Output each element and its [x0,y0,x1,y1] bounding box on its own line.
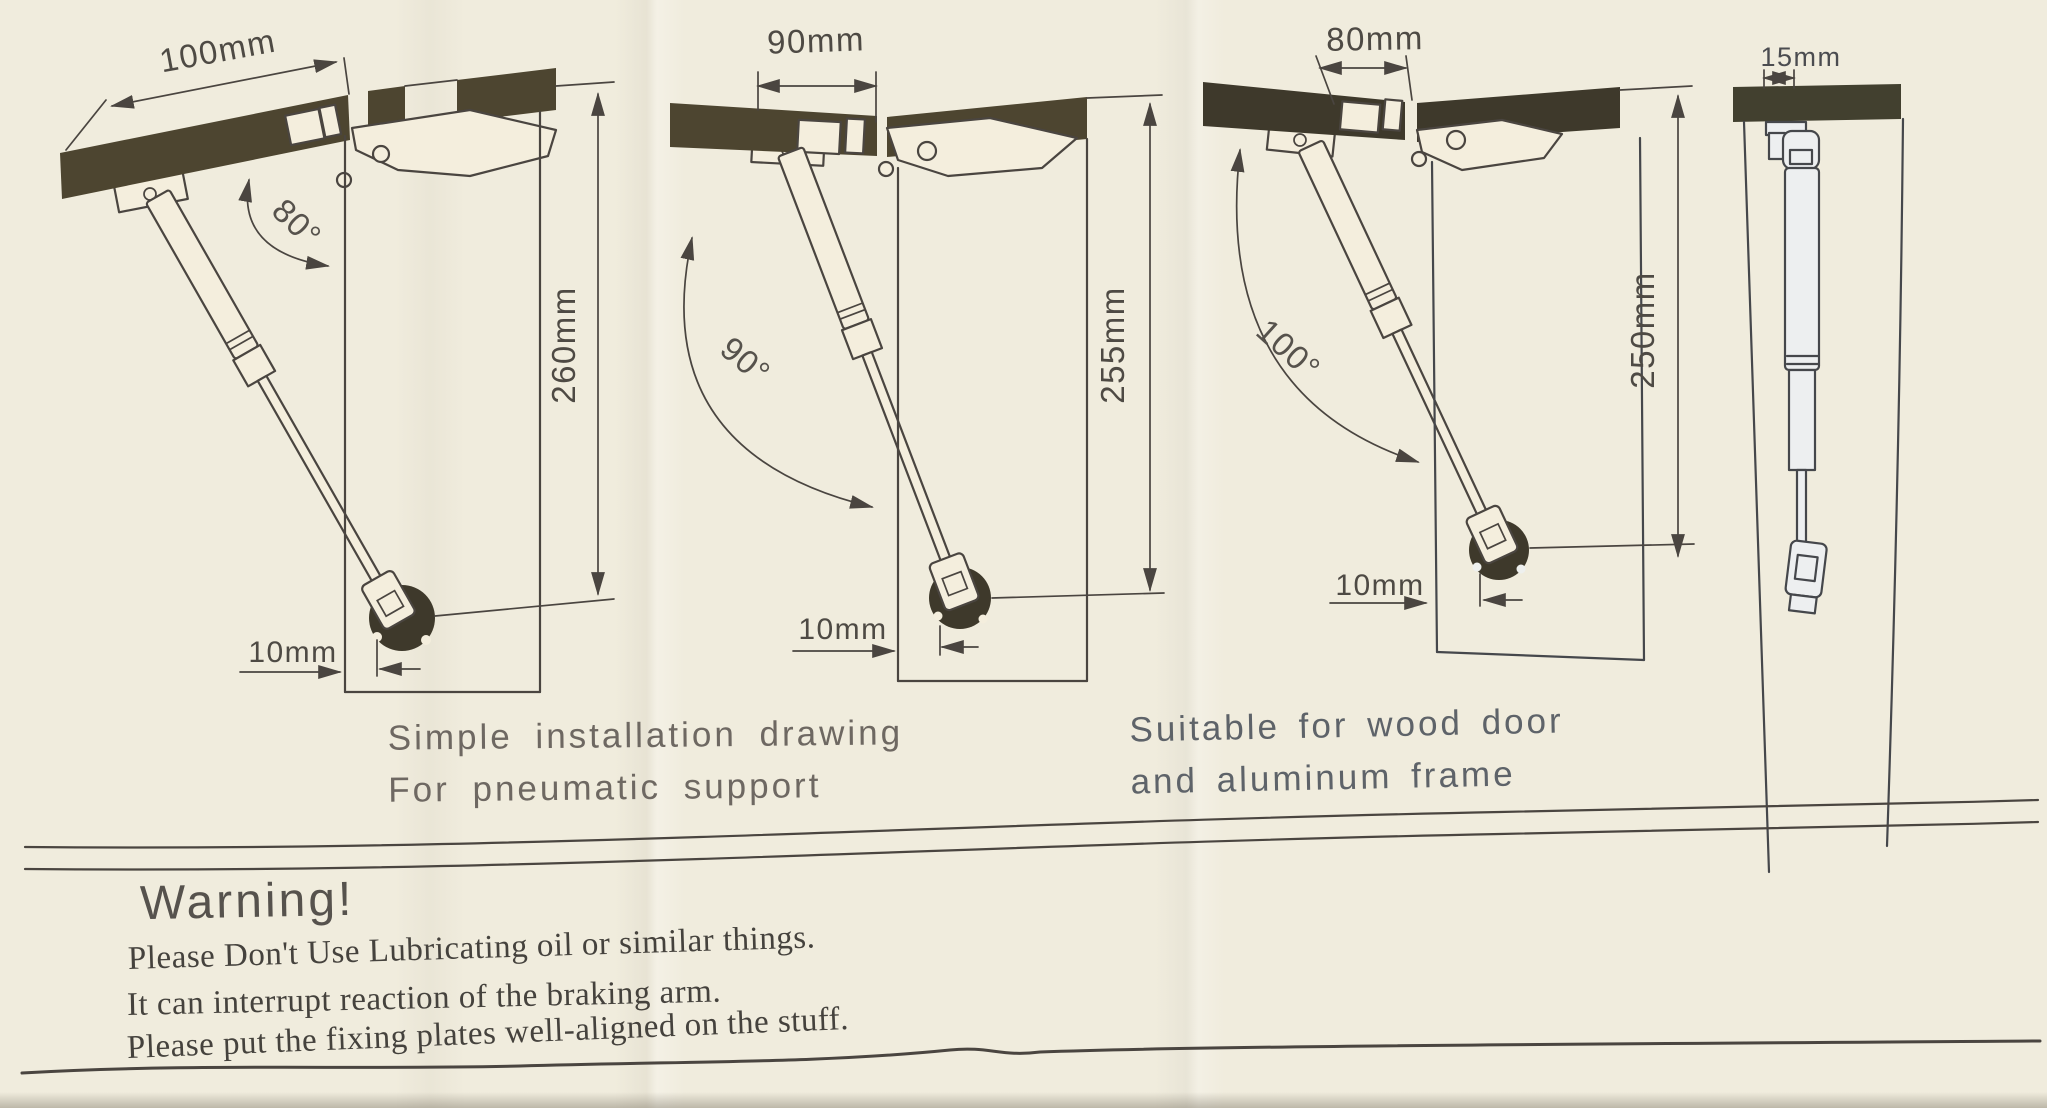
divider-rule-top [23,798,2040,849]
clevis-slot [1478,522,1507,550]
ball-clevis [1465,504,1519,565]
divider-rules [20,798,2042,1075]
gas-strut [1298,139,1492,525]
ball-screw-hole [421,635,431,645]
ball-screw-hole [933,611,943,621]
strut-rod [256,374,385,587]
angle-label: 100° [1249,311,1327,387]
wall-bottom [1435,650,1646,662]
dim-label-width: 15mm [1760,42,1841,72]
ball-screw-hole [1472,562,1482,572]
angle-label: 90° [714,329,778,391]
wall-edge [1638,136,1646,662]
dim-label-offset: 10mm [1335,569,1424,602]
hinge-cup [284,107,326,147]
ball-clevis [928,552,980,612]
caption-line: For pneumatic support [388,766,822,810]
dim-tick [555,81,615,87]
door-panel-closed [1733,84,1901,122]
clevis-body [361,570,416,630]
strut-rod [1391,328,1492,525]
dim-ref-line [1529,543,1695,549]
frame-slot-edge [404,79,458,87]
ball-screw-hole [372,632,382,642]
hinge-cup [1338,100,1382,134]
bracket-hole [1445,129,1467,151]
caption-line: Simple installation drawing [387,713,904,758]
caption-line: Suitable for wood door [1129,701,1565,750]
wall-edge [1430,160,1439,654]
dim-label-offset: 10mm [798,613,887,646]
ball-screw-hole [978,614,988,624]
caption-suitability: Suitable for wood door and aluminum fram… [1129,695,1565,807]
strut-cylinder [1298,139,1398,311]
dim-label-width: 90mm [766,20,865,60]
warning-title: Warning! [139,872,355,931]
bracket-hole [1410,150,1428,168]
angle-arc [238,178,330,270]
bracket-hole [877,160,895,178]
strut-cylinder [1783,166,1821,372]
dim-arrow-width [110,59,338,109]
diagram-open-90: 90mm 90° 255mm 10mm [670,20,1165,683]
dim-label-width: 100mm [157,22,279,80]
diagram-closed: 15mm [1733,42,1905,874]
clevis-slot [376,589,405,618]
bracket-hole [916,140,938,162]
clevis-slot [1788,148,1814,166]
frame-outline [1742,120,1771,874]
hinge-cup [844,117,866,155]
clevis-body [1465,504,1519,565]
angle-label: 80° [265,191,329,254]
strut-stripe [229,336,254,351]
angle-arc [1230,148,1420,463]
strut-foot [1784,539,1828,615]
dim-label-length: 250mm [1624,271,1661,389]
dim-label-length: 260mm [545,286,582,404]
caption-pneumatic: Simple installation drawing For pneumati… [387,707,904,815]
frame-outline [1885,117,1905,848]
strut-stripe [226,329,250,345]
mount-screw [1293,133,1307,147]
footer-rule [20,1039,2042,1075]
dim-tick [343,57,350,95]
bracket-hole [371,144,391,164]
diagram-open-100: 80mm 100° 250mm 10mm [1203,19,1695,662]
gas-strut [145,189,385,587]
diagram-open-80: 100mm 80° 260mm 10mm [60,22,615,694]
ball-clevis [361,570,416,630]
dim-label-width: 80mm [1326,19,1424,58]
caption-line: and aluminum frame [1130,754,1516,802]
dim-label-length: 255mm [1094,286,1131,404]
hinge-bracket [885,116,1079,178]
divider-rule-bottom [23,820,2040,871]
gas-strut [777,146,954,569]
clevis-body [928,552,980,612]
hinge-bracket [350,108,558,178]
clevis-slot [941,570,969,597]
dim-tick [1405,55,1413,101]
frame-top [457,68,556,122]
dim-label-offset: 10mm [248,636,337,669]
ball-screw-hole [1516,564,1526,574]
dim-tick [1315,55,1335,105]
strut-cylinder [777,146,870,330]
foot-tip [1787,593,1818,615]
strut-collar [1787,368,1817,472]
angle-arc [680,236,874,509]
dim-ref-line [434,598,615,617]
dim-tick [1619,85,1693,91]
hinge-cup [1381,98,1404,132]
strut-cylinder [145,189,259,360]
dim-tick [1086,94,1163,99]
dim-tick [65,99,107,151]
door-panel [60,95,350,199]
foot-slot [1793,553,1819,583]
hinge-cup [796,118,842,156]
dim-ref-line [991,592,1165,599]
strut-rod [1795,468,1808,544]
strut-rod [861,350,954,569]
